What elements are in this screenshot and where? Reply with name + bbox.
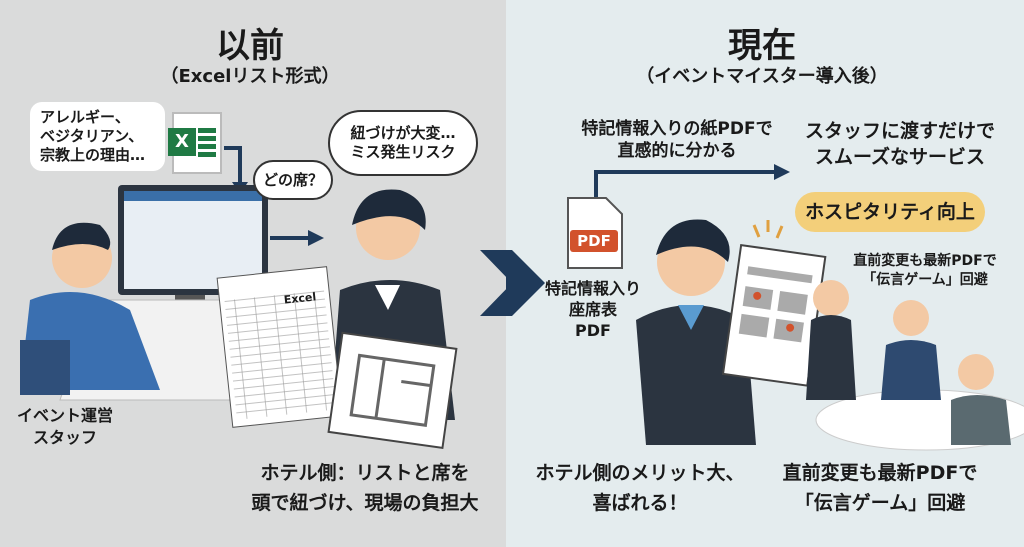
before-illustration (20, 146, 506, 449)
event-staff-label: イベント運営 スタッフ (10, 405, 120, 449)
label-line: 座席表 (568, 300, 617, 319)
caption-line: ホテル側のメリット大、 (535, 462, 745, 484)
hotel-burden-caption: ホテル側：リストと席を 頭で紐づけ、現場の負担大 (225, 458, 505, 518)
note-line: 直感的に分かる (617, 141, 737, 161)
hotel-merit-caption: ホテル側のメリット大、 喜ばれる！ (525, 458, 755, 518)
caption-line: 直前変更も最新PDFで (782, 462, 978, 484)
caption-line: 「伝言ゲーム」回避 (794, 492, 966, 514)
last-minute-change-note: 直前変更も最新PDFで 「伝言ゲーム」回避 (830, 252, 1020, 290)
note-line: スムーズなサービス (814, 146, 986, 168)
after-subtitle: （イベントマイスター導入後） (636, 66, 888, 87)
thought-line: ミス発生リスク (350, 143, 456, 161)
before-title: 以前 (216, 26, 284, 66)
caption-line: ホテル側：リストと席を (260, 462, 470, 484)
seat-chart-pdf-label: 特記情報入り 座席表 PDF (538, 278, 648, 341)
smooth-service-note: スタッフに渡すだけで スムーズなサービス (790, 118, 1010, 170)
label-line: 特記情報入り (544, 279, 641, 298)
speech-line: ベジタリアン、 (40, 127, 144, 145)
label-line: イベント運営 (16, 406, 113, 425)
note-line: 直前変更も最新PDFで (853, 253, 997, 269)
allergy-speech-bubble: アレルギー、 ベジタリアン、 宗教上の理由… (30, 102, 165, 171)
thought-risk: 紐づけが大変… ミス発生リスク (328, 110, 478, 176)
caption-line: 喜ばれる！ (592, 492, 688, 514)
note-line: 特記情報入りの紙PDFで (581, 119, 773, 139)
pdf-file-icon: PDF (570, 230, 618, 252)
caption-line: 頭で紐づけ、現場の負担大 (251, 492, 479, 514)
before-subtitle: （Excelリスト形式） (160, 66, 340, 87)
pdf-intuitive-note: 特記情報入りの紙PDFで 直感的に分かる (562, 118, 792, 162)
excel-file-icon: X (168, 112, 222, 174)
label-line: PDF (575, 321, 611, 340)
thought-which-seat: どの席？ (253, 160, 333, 200)
speech-line: 宗教上の理由… (40, 146, 146, 164)
change-avoidance-caption: 直前変更も最新PDFで 「伝言ゲーム」回避 (760, 458, 1000, 518)
speech-line: アレルギー、 (40, 108, 130, 126)
thought-line: 紐づけが大変… (350, 124, 456, 142)
note-line: スタッフに渡すだけで (804, 120, 995, 142)
label-line: スタッフ (32, 428, 97, 447)
after-title: 現在 (728, 26, 796, 66)
excel-x-icon: X (168, 128, 196, 156)
hospitality-badge: ホスピタリティ向上 (795, 192, 985, 232)
note-line: 「伝言ゲーム」回避 (862, 272, 988, 288)
